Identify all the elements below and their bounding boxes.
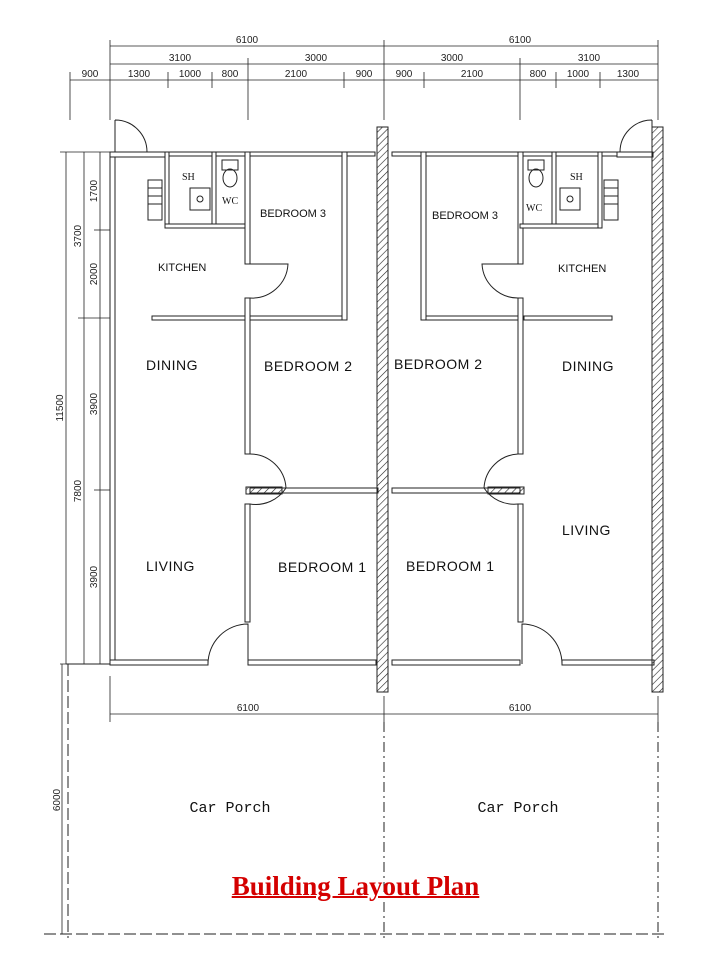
porch-label-left: Car Porch — [189, 800, 270, 817]
dim-left-detail-1: 1700 — [89, 179, 100, 202]
dim-top-detail-9: 800 — [530, 69, 547, 80]
dim-top-middle-3: 3000 — [441, 53, 464, 64]
shower-tray-icon — [189, 187, 211, 211]
dim-top-detail-11: 1300 — [617, 69, 640, 80]
dimension-lines-bottom — [109, 676, 659, 722]
dim-bottom-left: 6100 — [237, 703, 260, 714]
room-bedroom1-left: BEDROOM 1 — [278, 559, 367, 575]
room-bedroom2-right: BEDROOM 2 — [394, 356, 483, 372]
dim-top-detail-4: 800 — [222, 69, 239, 80]
dim-top-detail-5: 2100 — [285, 69, 308, 80]
right-outer-wall — [651, 126, 664, 693]
dim-top-detail-1: 900 — [82, 69, 99, 80]
dim-top-detail-3: 1000 — [179, 69, 202, 80]
doors — [114, 119, 653, 665]
dim-left-overall: 11500 — [55, 394, 66, 422]
room-wc-right: WC — [526, 203, 542, 214]
dim-top-detail-2: 1300 — [128, 69, 151, 80]
dim-porch-depth: 6000 — [52, 788, 63, 811]
dim-left-detail-4: 3900 — [89, 565, 100, 588]
room-dining-left: DINING — [146, 357, 198, 373]
dimension-labels-left: 11500 3700 7800 1700 2000 3900 3900 — [55, 179, 100, 588]
room-sh-right: SH — [570, 172, 583, 183]
dim-top-middle-4: 3100 — [578, 53, 601, 64]
room-labels-left-unit: SH WC BEDROOM 3 KITCHEN DINING BEDROOM 2… — [146, 172, 367, 575]
dim-top-overall-right: 6100 — [509, 35, 532, 46]
dim-top-overall-left: 6100 — [236, 35, 259, 46]
wc-toilet-icon — [527, 159, 545, 171]
car-porch-area: 6000 Car Porch Car Porch — [44, 663, 666, 938]
dim-top-detail-8: 2100 — [461, 69, 484, 80]
plan-title: Building Layout Plan — [231, 871, 480, 901]
walls — [109, 126, 664, 693]
dim-left-detail-2: 2000 — [89, 262, 100, 285]
room-wc-left: WC — [222, 196, 238, 207]
dim-left-middle-1: 3700 — [73, 224, 84, 247]
dimension-lines-top — [69, 40, 659, 120]
dim-bottom-right: 6100 — [509, 703, 532, 714]
room-kitchen-left: KITCHEN — [158, 262, 206, 274]
room-living-right: LIVING — [562, 522, 611, 538]
wc-toilet-icon — [221, 159, 239, 171]
porch-label-right: Car Porch — [477, 800, 558, 817]
dim-top-middle-1: 3100 — [169, 53, 192, 64]
party-wall — [376, 126, 389, 693]
room-bedroom3-right: BEDROOM 3 — [432, 210, 498, 222]
room-labels-right-unit: SH WC BEDROOM 3 KITCHEN DINING BEDROOM 2… — [394, 172, 614, 574]
dim-top-detail-6: 900 — [356, 69, 373, 80]
stair-left-icon — [147, 179, 163, 221]
stair-right-icon — [603, 179, 619, 221]
dim-top-middle-2: 3000 — [305, 53, 328, 64]
dimension-lines-left — [60, 151, 110, 665]
dimension-labels-bottom: 6100 6100 — [237, 703, 532, 714]
room-bedroom2-left: BEDROOM 2 — [264, 358, 353, 374]
shower-tray-icon — [559, 187, 581, 211]
dim-top-detail-10: 1000 — [567, 69, 590, 80]
room-kitchen-right: KITCHEN — [558, 263, 606, 275]
room-living-left: LIVING — [146, 558, 195, 574]
room-bedroom1-right: BEDROOM 1 — [406, 558, 495, 574]
room-bedroom3-left: BEDROOM 3 — [260, 208, 326, 220]
dim-top-detail-7: 900 — [396, 69, 413, 80]
dim-left-middle-2: 7800 — [73, 479, 84, 502]
dimension-labels-top: 6100 6100 3100 3000 3000 3100 900 1300 1… — [82, 35, 640, 80]
fixtures — [147, 159, 619, 221]
dim-left-detail-3: 3900 — [89, 392, 100, 415]
room-sh-left: SH — [182, 172, 195, 183]
room-dining-right: DINING — [562, 358, 614, 374]
